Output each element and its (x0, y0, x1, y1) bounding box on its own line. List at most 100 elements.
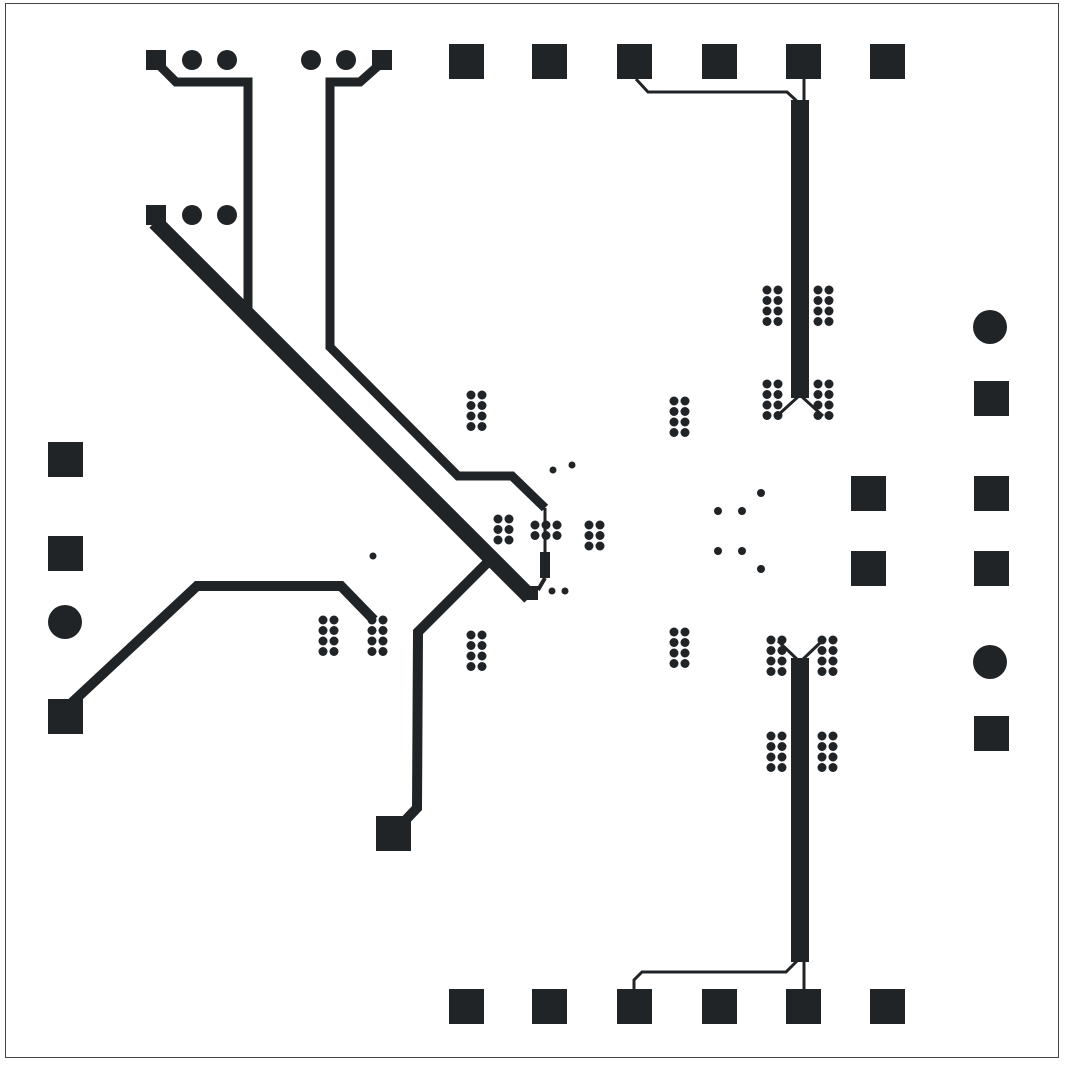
via (329, 636, 339, 646)
via (548, 587, 556, 595)
via (318, 626, 328, 635)
via (584, 531, 594, 540)
small-pad (527, 586, 538, 600)
via (367, 615, 377, 625)
via (549, 466, 557, 474)
via (477, 422, 487, 431)
copper-traces (61, 62, 825, 990)
via (762, 411, 772, 420)
via (466, 411, 476, 421)
square-pad (372, 50, 392, 70)
via (552, 520, 562, 530)
square-pad (974, 381, 1009, 416)
via (466, 401, 476, 410)
via (378, 647, 388, 656)
via (669, 627, 679, 637)
via (813, 296, 823, 305)
via (777, 656, 787, 666)
via (714, 507, 722, 515)
via (757, 565, 765, 573)
square-pad (870, 989, 905, 1024)
via (680, 417, 690, 427)
via (813, 317, 823, 326)
via (817, 646, 827, 655)
via (766, 742, 776, 751)
via (766, 752, 776, 762)
via (773, 306, 783, 316)
round-pad (217, 205, 237, 225)
via (477, 641, 487, 650)
via (773, 411, 783, 420)
via (777, 667, 787, 676)
trace-connector2 (325, 62, 549, 512)
via (680, 407, 690, 416)
via (329, 647, 339, 656)
via (318, 647, 328, 656)
square-pad (617, 989, 652, 1024)
via (817, 656, 827, 666)
round-pad (182, 50, 202, 70)
via (777, 763, 787, 772)
square-pad (851, 551, 886, 586)
via (766, 763, 776, 772)
via (714, 547, 722, 555)
square-pad (617, 44, 652, 79)
via (813, 390, 823, 399)
via (504, 514, 514, 524)
via (813, 400, 823, 410)
via (757, 489, 765, 497)
via (584, 541, 594, 551)
via (318, 615, 328, 625)
round-pad (973, 645, 1007, 679)
square-pad (532, 989, 567, 1024)
via (762, 306, 772, 316)
square-pad (48, 536, 83, 571)
via (584, 520, 594, 530)
via (824, 285, 834, 295)
pads (48, 44, 1009, 1024)
via (773, 400, 783, 410)
via (817, 752, 827, 762)
via (378, 615, 388, 625)
via (766, 731, 776, 741)
via (813, 306, 823, 316)
via (817, 731, 827, 741)
square-pad (532, 44, 567, 79)
via (530, 531, 540, 540)
via (828, 656, 838, 666)
square-pad (974, 716, 1009, 751)
via (318, 636, 328, 646)
via (824, 400, 834, 410)
via (828, 646, 838, 655)
via (493, 535, 503, 545)
via (762, 390, 772, 399)
via (813, 285, 823, 295)
trace-small-2 (536, 576, 547, 592)
via (669, 407, 679, 416)
trace-connector1 (156, 62, 253, 310)
via (477, 390, 487, 400)
via (466, 630, 476, 640)
via (766, 667, 776, 676)
via (378, 636, 388, 646)
via (824, 379, 834, 389)
square-pad (48, 442, 83, 477)
square-pad (870, 44, 905, 79)
via (669, 417, 679, 427)
via (680, 396, 690, 406)
via (493, 514, 503, 524)
via (541, 531, 551, 540)
via (680, 627, 690, 637)
square-pad (786, 44, 821, 79)
via (766, 656, 776, 666)
via (466, 651, 476, 661)
trace-top-thin (634, 77, 802, 106)
via (773, 379, 783, 389)
via (680, 648, 690, 658)
via (595, 520, 605, 530)
trace-branch-down (396, 556, 494, 830)
via (552, 531, 562, 540)
via (477, 651, 487, 661)
via (824, 296, 834, 305)
